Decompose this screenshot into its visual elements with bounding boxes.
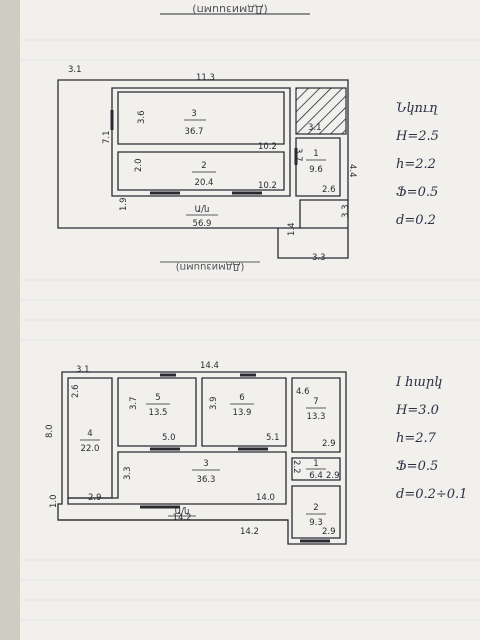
upper-floor-plan (57, 79, 349, 259)
upper-dim-step-bottom: 3.3 (312, 253, 326, 263)
lower-dim-room1-right: 2.9 (326, 471, 340, 481)
lower-dim-room2-bottom: 2.9 (322, 527, 336, 537)
lower-total-label: Ա/ն (175, 507, 190, 517)
lower-floor-plan (57, 371, 347, 545)
lower-room-3-area: 36.3 (197, 475, 216, 485)
upper-room-2-area: 20.4 (195, 178, 214, 188)
lower-room-1-area: 6.4 (309, 471, 323, 481)
lower-dim-room5-left: 3.7 (129, 396, 139, 410)
upper-room-3-number: 3 (191, 109, 196, 119)
lower-dim-bottom-inner: 14.0 (256, 493, 275, 503)
lower-room-4-area: 22.0 (81, 444, 100, 454)
upper-room-3-area: 36.7 (185, 127, 204, 137)
header-mirrored-mid: (Ддмизuuмп) (176, 261, 245, 272)
upper-notes-h: h=2.2 (396, 157, 436, 172)
upper-dim-top: 11.3 (196, 73, 215, 83)
upper-dim-right-lower: 3.3 (341, 204, 351, 218)
lower-room-2-area: 9.3 (309, 518, 323, 528)
lower-room-7-number: 7 (313, 397, 318, 407)
lower-dim-left-bottom: 2.9 (88, 493, 102, 503)
lower-dim-room1-top: 2.9 (322, 439, 336, 449)
lower-dim-room1-left: 2.2 (291, 460, 301, 474)
lower-dim-total-bottom: 14.2 (173, 513, 192, 523)
upper-room-1-number: 1 (313, 149, 318, 159)
lower-room-3-number: 3 (203, 459, 208, 469)
lower-room-6-area: 13.9 (233, 408, 252, 418)
lower-dim-offset: 1.0 (49, 494, 59, 508)
lower-room-5-area: 13.5 (149, 408, 168, 418)
upper-dim-left-height: 7.1 (102, 130, 112, 144)
lower-dim-top: 14.4 (200, 361, 219, 371)
lower-notes-title: I հարկ (395, 375, 442, 390)
lower-dim-left-height: 8.0 (45, 424, 55, 438)
upper-dim-room3-height: 3.6 (137, 110, 147, 124)
upper-dim-front-bottom: 10.2 (258, 181, 277, 191)
upper-dim-outer-left: 3.1 (68, 65, 82, 75)
lower-dim-room3-left: 3.3 (123, 466, 133, 480)
upper-notes: Նկուղ H=2.5 h=2.2 Ֆ=0.5 d=0.2 (395, 101, 439, 228)
upper-notes-d: d=0.2 (396, 213, 436, 228)
lower-dim-outer-left: 3.1 (76, 365, 90, 375)
upper-notes-H: H=2.5 (395, 129, 439, 144)
header-mirrored-top: (Ддмизuuмп) (192, 3, 268, 16)
upper-notes-title: Նկուղ (396, 101, 438, 116)
upper-dim-small-right: 2.6 (322, 185, 336, 195)
lower-dim-room5-bottom: 5.0 (162, 433, 176, 443)
upper-dim-hatched: 3.1 (308, 123, 322, 133)
lower-dim-left-upper: 2.6 (71, 384, 81, 398)
lower-room-2-number: 2 (313, 503, 318, 513)
lower-dim-room6-bottom: 5.1 (266, 433, 280, 443)
upper-dim-room2-height: 2.0 (134, 158, 144, 172)
lower-room-4-number: 4 (87, 429, 92, 439)
lower-dim-bottom-right: 14.2 (240, 527, 259, 537)
upper-room-1-area: 9.6 (309, 165, 323, 175)
lower-notes-D: Ֆ=0.5 (396, 459, 438, 474)
upper-dim-bottom-left: 1.9 (119, 197, 129, 211)
lower-room-1-number: 1 (313, 459, 318, 469)
lower-dim-room6-left: 3.9 (209, 396, 219, 410)
lower-dim-room7-top: 4.6 (296, 387, 310, 397)
paper-ruled-lines (18, 39, 480, 621)
lower-room-5-number: 5 (155, 393, 160, 403)
upper-room-2-number: 2 (201, 161, 206, 171)
lower-room-7-area: 13.3 (307, 412, 326, 422)
lower-notes-H: H=3.0 (395, 403, 439, 418)
upper-total-area: 56.9 (193, 219, 212, 229)
lower-notes-h: h=2.7 (396, 431, 437, 446)
upper-notes-D: Ֆ=0.5 (396, 185, 438, 200)
upper-dim-small-top: 3.7 (293, 148, 303, 162)
upper-total-label: Ա/ն (195, 205, 210, 215)
paper-shadow (0, 0, 20, 640)
upper-dim-step: 1.4 (287, 222, 297, 236)
lower-room-6-number: 6 (239, 393, 244, 403)
lower-notes: I հարկ H=3.0 h=2.7 Ֆ=0.5 d=0.2÷0.1 (395, 375, 467, 502)
lower-notes-d: d=0.2÷0.1 (396, 487, 467, 502)
upper-dim-front-right: 10.2 (258, 142, 277, 152)
upper-dim-right-height: 4.4 (347, 164, 357, 178)
hatched-area (295, 87, 347, 135)
